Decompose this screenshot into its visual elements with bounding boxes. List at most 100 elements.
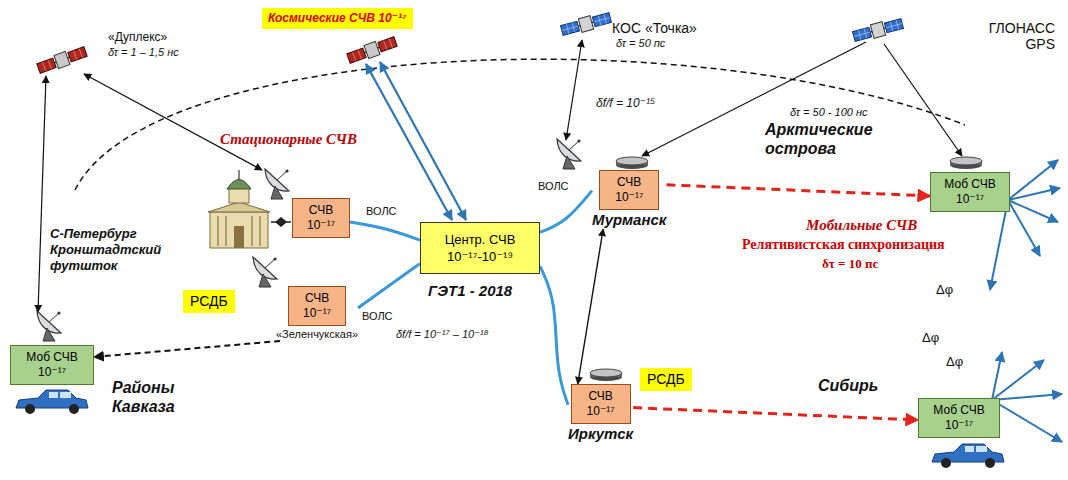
kronstadt-building xyxy=(234,226,244,248)
box-text: СЧВ 10⁻¹⁷ xyxy=(587,389,615,418)
phase-label: Δφ xyxy=(946,354,963,369)
antenna-dish xyxy=(253,257,277,287)
box-text: СЧВ 10⁻¹⁷ xyxy=(303,291,331,320)
link-label: ВОЛС xyxy=(536,180,571,193)
satellite-name: «Дуплекс» xyxy=(108,30,167,45)
connector-layer xyxy=(94,185,930,420)
box-body: Моб СЧВ 10⁻¹⁷ xyxy=(918,398,1000,438)
mobile-clock-box: Моб СЧВ 10⁻¹⁷ xyxy=(10,345,94,385)
place-name: «Зеленчукская» xyxy=(276,327,358,341)
satellite-link xyxy=(38,40,962,312)
section-title: Релятивистская синхронизация xyxy=(742,236,945,253)
parameter-note: δf/f = 10⁻¹⁷ – 10⁻¹⁸ xyxy=(396,328,488,341)
mobile-clock-box: Моб СЧВ 10⁻¹⁷ xyxy=(918,398,1000,438)
box-body: СЧВ 10⁻¹⁷ xyxy=(571,384,631,424)
car-icon xyxy=(932,444,1004,468)
fiber-link xyxy=(540,191,592,233)
box-text: РСДБ xyxy=(647,371,685,387)
section-title: Стационарные СЧВ xyxy=(220,130,357,148)
sync-ray xyxy=(1008,188,1060,200)
vlbi-tag: РСДБ xyxy=(183,290,235,313)
transport-arrow xyxy=(633,408,918,420)
space-link xyxy=(366,62,466,220)
satellite-link xyxy=(38,76,46,312)
sync-ray xyxy=(992,360,1044,400)
space-link xyxy=(366,64,452,220)
clock-box: СЧВ 10⁻¹⁷ «Зеленчукская» xyxy=(276,286,358,341)
parameter-note: δτ = 50 пс xyxy=(616,37,665,50)
box-body: СЧВ 10⁻¹⁷ xyxy=(288,286,346,326)
link-arrow xyxy=(578,229,603,384)
orbit-arc xyxy=(75,59,965,190)
clock-box: СЧВ 10⁻¹⁷ Мурманск xyxy=(592,170,666,229)
central-clock-box: Центр. СЧВ 10⁻¹⁷-10⁻¹⁹ xyxy=(420,222,540,274)
box-text: Космические СЧВ 10⁻¹⁷ xyxy=(268,11,407,25)
box-text: Моб СЧВ 10⁻¹⁷ xyxy=(944,177,995,206)
box-body: Космические СЧВ 10⁻¹⁷ xyxy=(262,8,413,29)
parameter-note: δτ = 10 пс xyxy=(822,256,878,271)
transport-arrow xyxy=(94,341,280,357)
box-body: РСДБ xyxy=(183,290,235,313)
car-icon xyxy=(16,390,88,414)
antenna-dish xyxy=(557,139,581,169)
satellite-link xyxy=(642,42,866,156)
place-name: Арктические острова xyxy=(765,120,885,158)
box-body: РСДБ xyxy=(640,368,692,391)
sync-ray xyxy=(990,200,1008,290)
box-body: Центр. СЧВ 10⁻¹⁷-10⁻¹⁹ xyxy=(420,222,540,274)
antenna-dish xyxy=(265,169,289,199)
box-text: СЧВ 10⁻¹⁷ xyxy=(615,175,643,204)
sync-ray xyxy=(992,400,1062,442)
clock-box: СЧВ 10⁻¹⁷ Иркутск xyxy=(568,384,633,443)
fiber-link xyxy=(540,266,568,404)
parameter-note: δτ = 1 – 1,5 нс xyxy=(108,46,179,59)
satellite-icon xyxy=(36,45,88,75)
link-label: ВОЛС xyxy=(360,310,395,323)
box-text: Моб СЧВ 10⁻¹⁷ xyxy=(26,350,77,379)
clock-disc xyxy=(616,157,648,169)
phase-label: Δφ xyxy=(936,282,953,297)
kronstadt-building xyxy=(229,188,249,203)
box-text: РСДБ xyxy=(190,293,228,309)
space-link xyxy=(380,62,466,220)
sync-ray xyxy=(1008,200,1058,222)
link-label: ВОЛС xyxy=(364,205,399,218)
place-name: ГЭТ1 - 2018 xyxy=(428,282,512,300)
box-body: Моб СЧВ 10⁻¹⁷ xyxy=(930,172,1010,212)
box-body: СЧВ 10⁻¹⁷ xyxy=(292,198,350,238)
satellite-icon xyxy=(852,17,904,43)
phase-label: Δφ xyxy=(922,330,939,345)
space-clock-tag: Космические СЧВ 10⁻¹⁷ xyxy=(262,8,413,29)
antenna-dish xyxy=(37,311,61,341)
satellite-link xyxy=(566,40,582,140)
parameter-note: δτ = 50 - 100 нс xyxy=(790,106,868,119)
kronstadt-building xyxy=(238,170,239,180)
place-name: Районы Кавказа xyxy=(112,378,202,416)
clock-disc xyxy=(950,157,982,169)
kronstadt-building xyxy=(227,180,251,190)
box-body: СЧВ 10⁻¹⁷ xyxy=(599,170,659,210)
place-name: Иркутск xyxy=(568,425,633,443)
sync-ray xyxy=(992,394,1062,400)
kronstadt-building xyxy=(208,170,270,248)
sync-ray xyxy=(1008,200,1040,256)
mobile-clock-box: Моб СЧВ 10⁻¹⁷ xyxy=(930,172,1010,212)
clock-box: СЧВ 10⁻¹⁷ xyxy=(292,198,350,238)
satellite-name: ГЛОНАСС GPS xyxy=(975,20,1055,52)
vlbi-tag: РСДБ xyxy=(640,368,692,391)
parameter-note: δf/f = 10⁻¹⁵ xyxy=(596,96,655,110)
place-name: Сибирь xyxy=(818,376,878,395)
clock-disc xyxy=(590,369,622,381)
section-title: Мобильные СЧВ xyxy=(806,216,917,234)
box-text: Центр. СЧВ 10⁻¹⁷-10⁻¹⁹ xyxy=(445,232,516,264)
link-connector xyxy=(271,218,291,226)
kronstadt-building xyxy=(210,212,268,248)
satellite-icon xyxy=(560,11,612,37)
box-text: СЧВ 10⁻¹⁷ xyxy=(307,203,335,232)
place-name: Мурманск xyxy=(592,211,666,229)
box-text: Моб СЧВ 10⁻¹⁷ xyxy=(933,403,984,432)
fiber-link xyxy=(350,222,420,240)
place-name: С-Петербург Кронштадтский футшток xyxy=(50,226,208,274)
satellite-icon xyxy=(346,35,398,65)
